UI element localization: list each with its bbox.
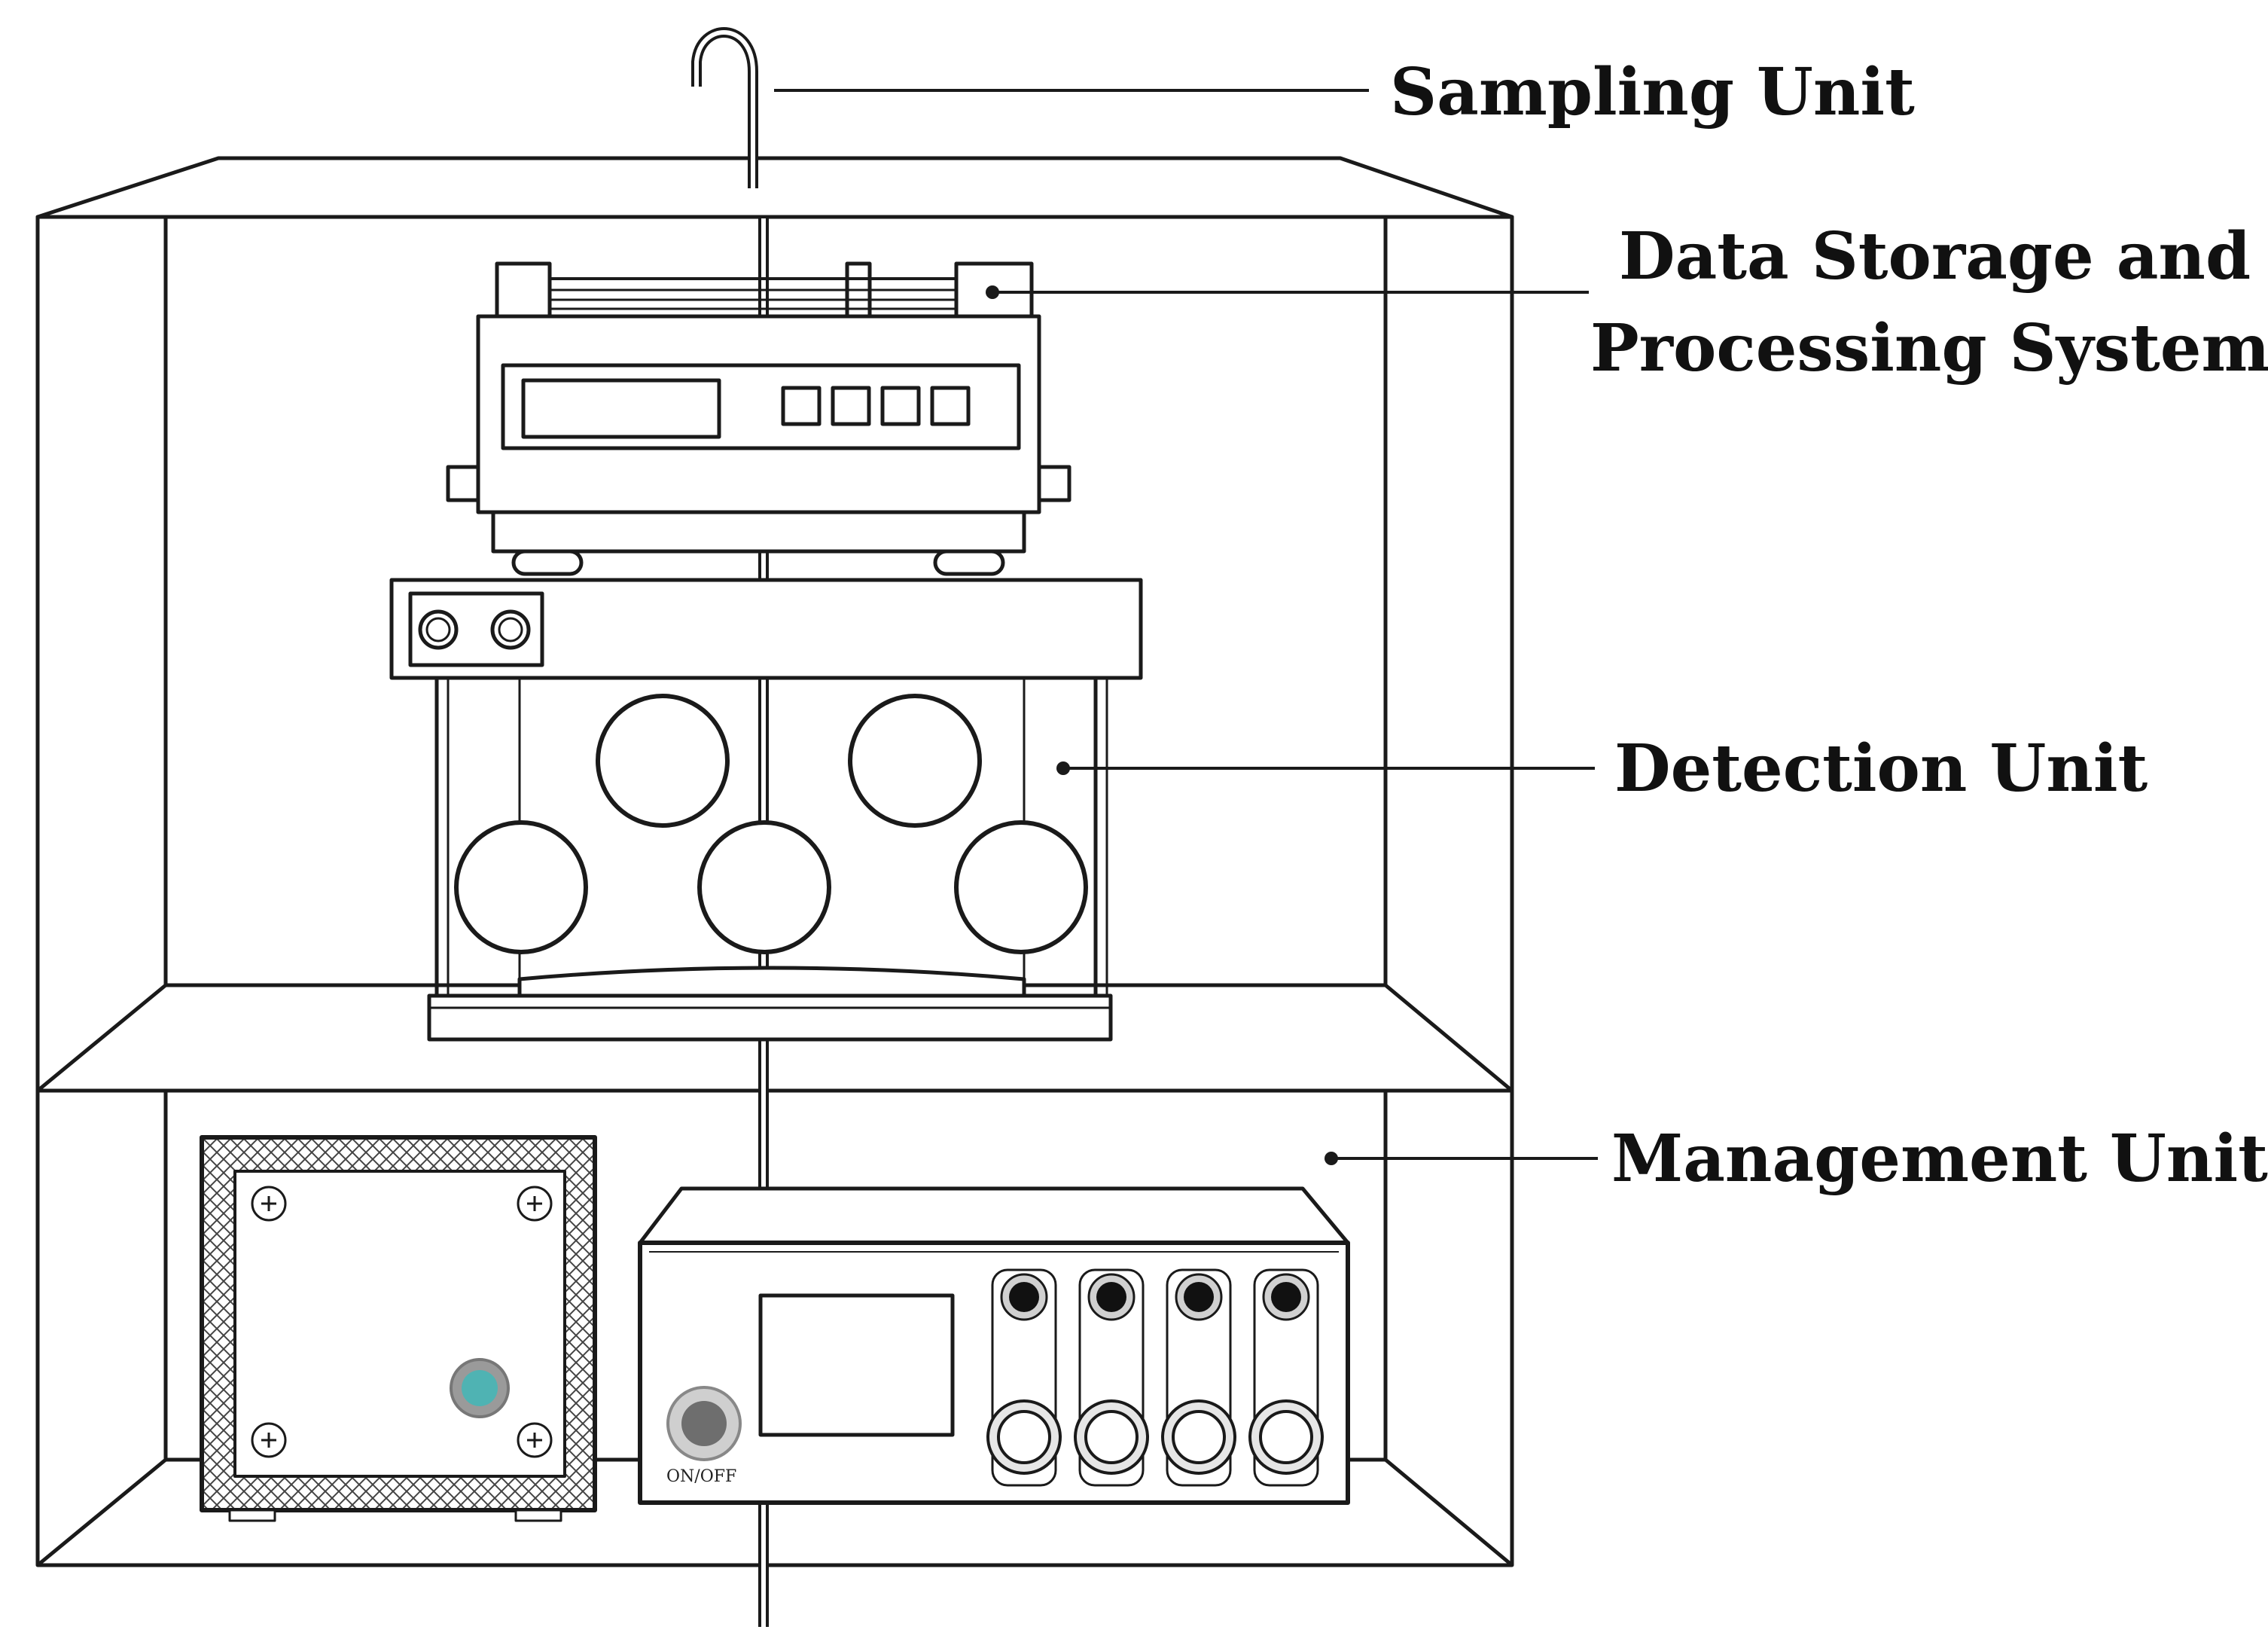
- sensor-chamber: [454, 820, 588, 954]
- leader-lines: [774, 89, 1598, 1160]
- sensor-chamber: [596, 694, 730, 828]
- device-button: [930, 386, 971, 426]
- sensor-chamber: [954, 820, 1088, 954]
- power-switch-label: ON/OFF: [666, 1467, 737, 1486]
- leader-dot: [986, 285, 999, 299]
- device-button: [880, 386, 921, 426]
- cabinet-top: [35, 156, 1514, 219]
- device-body: [476, 314, 1041, 514]
- label-data-storage-line1: Data Storage and: [1619, 218, 2251, 295]
- device-button: [781, 386, 822, 426]
- device-display: [521, 378, 721, 439]
- leader-dot: [1325, 1152, 1338, 1165]
- device-button: [831, 386, 871, 426]
- detection-base-plate: [427, 993, 1113, 1042]
- label-sampling-unit: Sampling Unit: [1390, 54, 1915, 130]
- data-storage-device: [446, 261, 1072, 576]
- plate-screw: [490, 609, 531, 650]
- label-data-storage-line2: Processing System: [1590, 310, 2268, 386]
- sensor-chamber: [848, 694, 982, 828]
- detection-unit: [389, 578, 1143, 1042]
- detection-top-plate: [389, 578, 1143, 680]
- management-controller: [638, 1186, 1350, 1505]
- controller-screen: [758, 1293, 955, 1437]
- plate-screw: [418, 609, 459, 650]
- management-power-box: [200, 1135, 597, 1522]
- sensor-chamber: [697, 820, 831, 954]
- label-management-unit: Management Unit: [1611, 1121, 2268, 1197]
- label-data-storage: Data Storage and Processing System: [1590, 211, 2268, 395]
- leader-dot: [1056, 761, 1070, 775]
- label-detection-unit: Detection Unit: [1614, 731, 2148, 807]
